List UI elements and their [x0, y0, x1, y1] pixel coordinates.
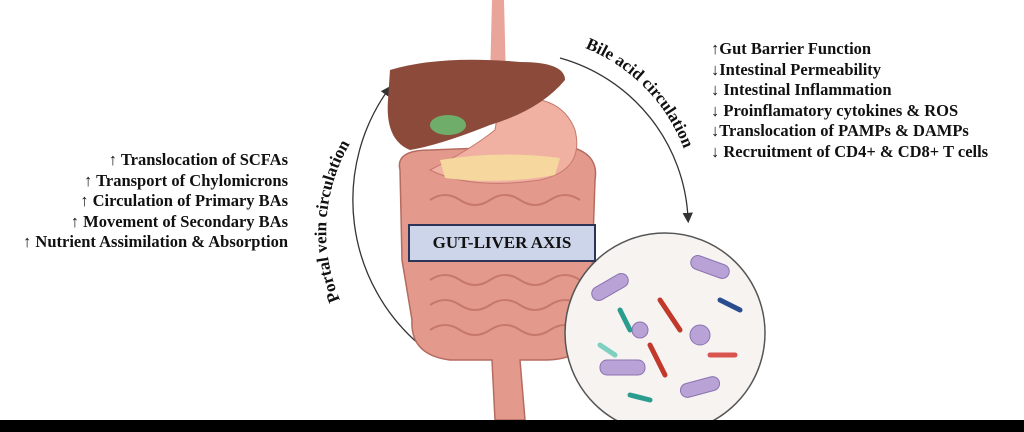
portal-vein-label: Portal vein circulation	[311, 136, 354, 306]
large-intestine	[398, 144, 597, 421]
list-item: ↑ Transport of Chylomicrons	[23, 171, 288, 192]
item-text: Translocation of SCFAs	[120, 150, 288, 169]
list-item: ↓ Proinflamatory cytokines & ROS	[711, 101, 988, 122]
item-text: Gut Barrier Function	[719, 39, 872, 58]
bile-acid-label: Bile acid circulation	[583, 34, 698, 151]
pancreas	[440, 154, 560, 181]
bottom-border	[0, 420, 1024, 432]
small-intestine	[429, 194, 581, 336]
item-text: Transport of Chylomicrons	[96, 170, 288, 190]
item-text: Intestinal Permeability	[719, 59, 882, 79]
up-arrow-icon: ↑	[108, 150, 118, 169]
item-text: Movement of Secondary BAs	[83, 211, 288, 231]
item-text: Nutrient Assimilation & Absorption	[35, 232, 288, 251]
list-item: ↓Intestinal Permeability	[711, 60, 988, 81]
item-text: Translocation of PAMPs & DAMPs	[719, 121, 969, 140]
item-text: Circulation of Primary BAs	[92, 191, 288, 210]
down-arrow-icon: ↓	[711, 121, 720, 140]
list-item: ↑ Translocation of SCFAs	[23, 150, 288, 171]
gallbladder	[430, 115, 466, 135]
up-arrow-icon: ↑	[711, 39, 720, 58]
up-arrow-icon: ↑	[70, 211, 80, 231]
bile-acid-arrow	[559, 57, 693, 224]
up-arrow-icon: ↑	[23, 232, 32, 251]
down-arrow-icon: ↓	[711, 80, 720, 99]
gut-microbiome-circle	[564, 232, 766, 432]
item-text: Intestinal Inflammation	[719, 80, 892, 99]
list-item: ↑Gut Barrier Function	[711, 39, 988, 60]
portal-vein-arrow	[352, 85, 421, 346]
up-arrow-icon: ↑	[80, 191, 89, 210]
list-item: ↑ Circulation of Primary BAs	[23, 191, 288, 212]
item-text: Recruitment of CD4+ & CD8+ T cells	[719, 141, 989, 161]
gut-liver-axis-label: GUT-LIVER AXIS	[408, 224, 596, 262]
list-item: ↓ Recruitment of CD4+ & CD8+ T cells	[711, 142, 988, 163]
down-arrow-icon: ↓	[711, 59, 720, 79]
list-item: ↓ Intestinal Inflammation	[711, 80, 988, 101]
list-item: ↑ Movement of Secondary BAs	[23, 212, 288, 233]
bile-acid-effects-list: ↑Gut Barrier Function ↓Intestinal Permea…	[711, 39, 988, 162]
down-arrow-icon: ↓	[711, 100, 720, 120]
portal-vein-effects-list: ↑ Translocation of SCFAs ↑ Transport of …	[23, 150, 288, 253]
down-arrow-icon: ↓	[711, 141, 720, 161]
list-item: ↑ Nutrient Assimilation & Absorption	[23, 232, 288, 253]
list-item: ↓Translocation of PAMPs & DAMPs	[711, 121, 988, 142]
item-text: Proinflamatory cytokines & ROS	[719, 100, 959, 120]
up-arrow-icon: ↑	[84, 170, 93, 190]
axis-label-text: GUT-LIVER AXIS	[432, 233, 572, 252]
